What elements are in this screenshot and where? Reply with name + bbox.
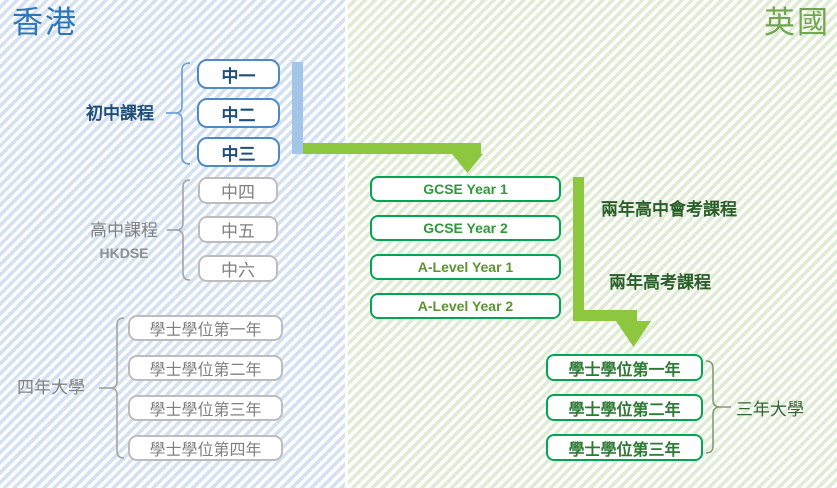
uk-title: 英國 [764, 5, 830, 40]
uk-alevel-year2-box: A-Level Year 2 [370, 293, 561, 319]
hk-bachelor-year3-box: 學士學位第三年 [128, 395, 283, 421]
hk-form1-box: 中一 [197, 59, 280, 89]
hk-bachelor-year1-box: 學士學位第一年 [128, 315, 283, 341]
uk-bachelor-year3-box: 學士學位第三年 [546, 434, 703, 461]
gcse-course-label: 兩年高中會考課程 [601, 200, 737, 219]
junior-curriculum-label: 初中課程 [86, 104, 154, 123]
hk-form4-box: 中四 [198, 177, 278, 204]
uk-alevel-year1-box: A-Level Year 1 [370, 254, 561, 280]
hk-form3-box: 中三 [197, 137, 280, 167]
senior-curriculum-label: 高中課程 [90, 221, 158, 240]
hk-form6-box: 中六 [198, 255, 278, 282]
hongkong-title: 香港 [12, 5, 78, 40]
hk-form2-box: 中二 [197, 98, 280, 128]
alevel-course-label: 兩年高考課程 [609, 273, 711, 292]
uk-bachelor-year1-box: 學士學位第一年 [546, 354, 703, 381]
hk-form5-box: 中五 [198, 216, 278, 243]
hk-bachelor-year2-box: 學士學位第二年 [128, 355, 283, 381]
hk-four-year-university-label: 四年大學 [17, 378, 85, 397]
uk-gcse-year1-box: GCSE Year 1 [370, 176, 561, 202]
hkdse-label: HKDSE [99, 245, 149, 261]
uk-bachelor-year2-box: 學士學位第二年 [546, 394, 703, 421]
uk-three-year-university-label: 三年大學 [736, 400, 804, 419]
uk-gcse-year2-box: GCSE Year 2 [370, 215, 561, 241]
hk-bachelor-year4-box: 學士學位第四年 [128, 435, 283, 461]
